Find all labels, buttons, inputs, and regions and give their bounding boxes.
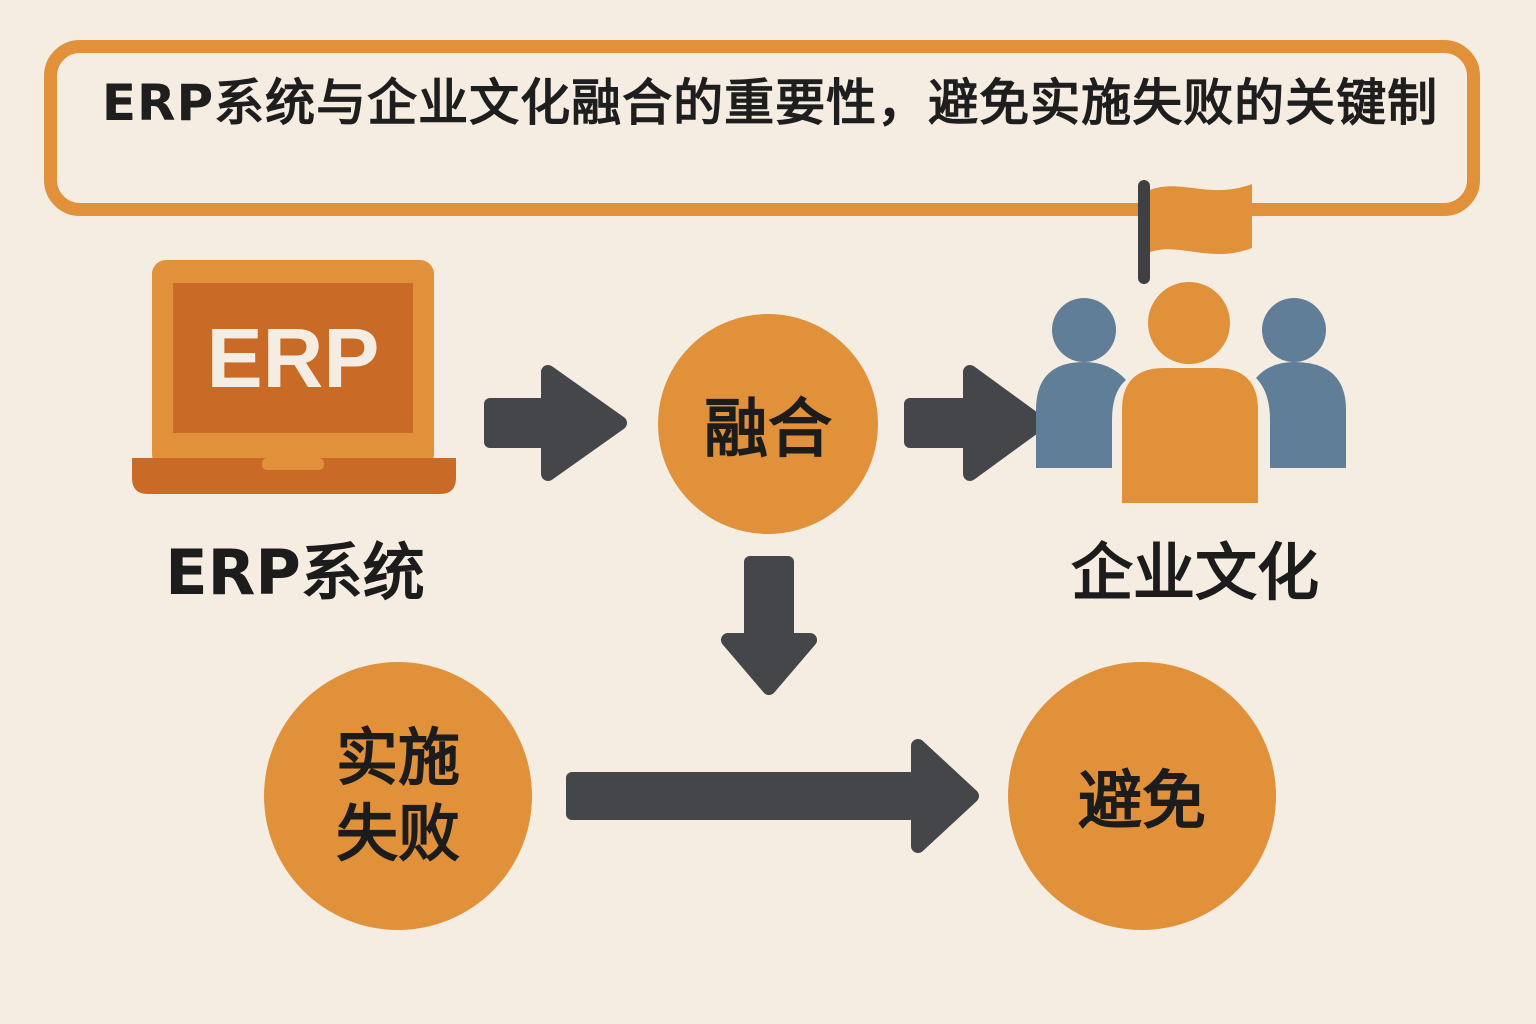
erp-system-label: ERP系统 bbox=[165, 536, 425, 609]
arrow-failure-to-avoid bbox=[566, 739, 979, 853]
avoid-label: 避免 bbox=[1078, 765, 1206, 839]
failure-label-line1: 实施 bbox=[335, 721, 460, 794]
enterprise-culture-label: 企业文化 bbox=[1070, 536, 1319, 609]
failure-label-line2: 失败 bbox=[335, 797, 460, 870]
page-title: ERP系统与企业文化融合的重要性，避免实施失败的关键制 bbox=[101, 74, 1439, 132]
implementation-failure-node: 实施 失败 bbox=[264, 662, 532, 930]
title-frame bbox=[44, 40, 1480, 216]
people-icon bbox=[1036, 282, 1346, 503]
avoid-node: 避免 bbox=[1008, 662, 1276, 930]
arrow-fusion-to-culture bbox=[904, 365, 1047, 481]
laptop-erp-icon bbox=[132, 260, 456, 494]
arrow-erp-to-fusion bbox=[484, 365, 627, 481]
flag-icon bbox=[1138, 180, 1252, 284]
arrow-fusion-down bbox=[721, 556, 817, 695]
fusion-node: 融合 bbox=[658, 314, 878, 534]
laptop-screen-text: ERP bbox=[206, 311, 380, 405]
fusion-label: 融合 bbox=[704, 393, 832, 467]
